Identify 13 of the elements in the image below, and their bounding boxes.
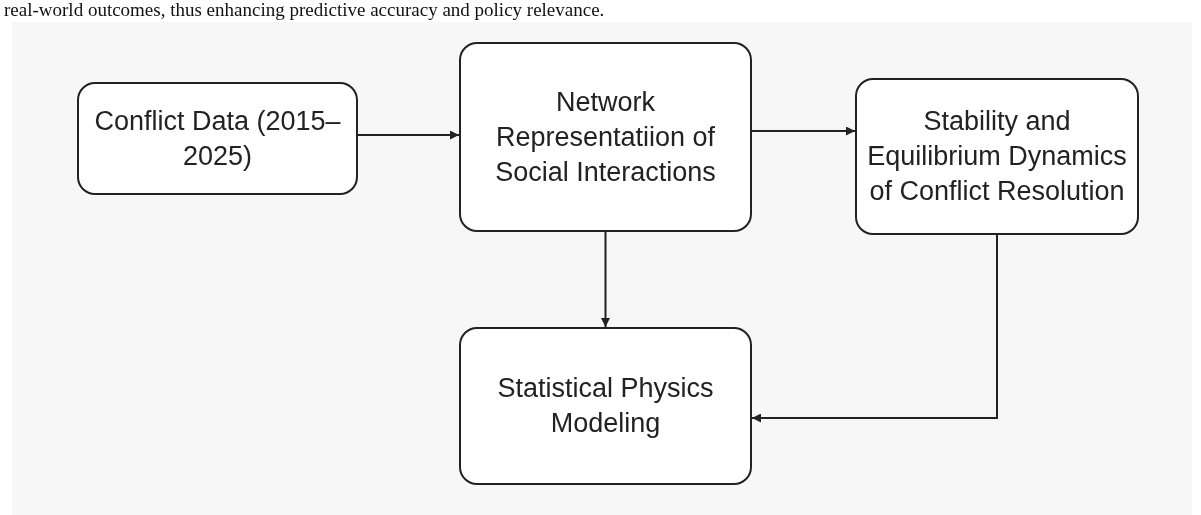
box-label: Network Representatiion of Social Interactions (494, 85, 717, 189)
box-label: Stability and Equilibrium Dynamics of Conflict Resolution (866, 105, 1128, 208)
arrow (357, 130, 460, 140)
process-box (855, 78, 1139, 235)
body-text: real-world outcomes, thus enhancing predictive accuracy and policy relevance. (4, 0, 605, 20)
process-box (459, 327, 752, 485)
process-box (459, 42, 752, 232)
box-label: Statistical Physics Modeling (496, 372, 715, 440)
box-label: Conflict Data (2015–2025) (93, 104, 342, 173)
arrow (751, 234, 998, 423)
process-box (77, 82, 358, 195)
arrow (751, 126, 856, 136)
arrow (601, 231, 610, 328)
